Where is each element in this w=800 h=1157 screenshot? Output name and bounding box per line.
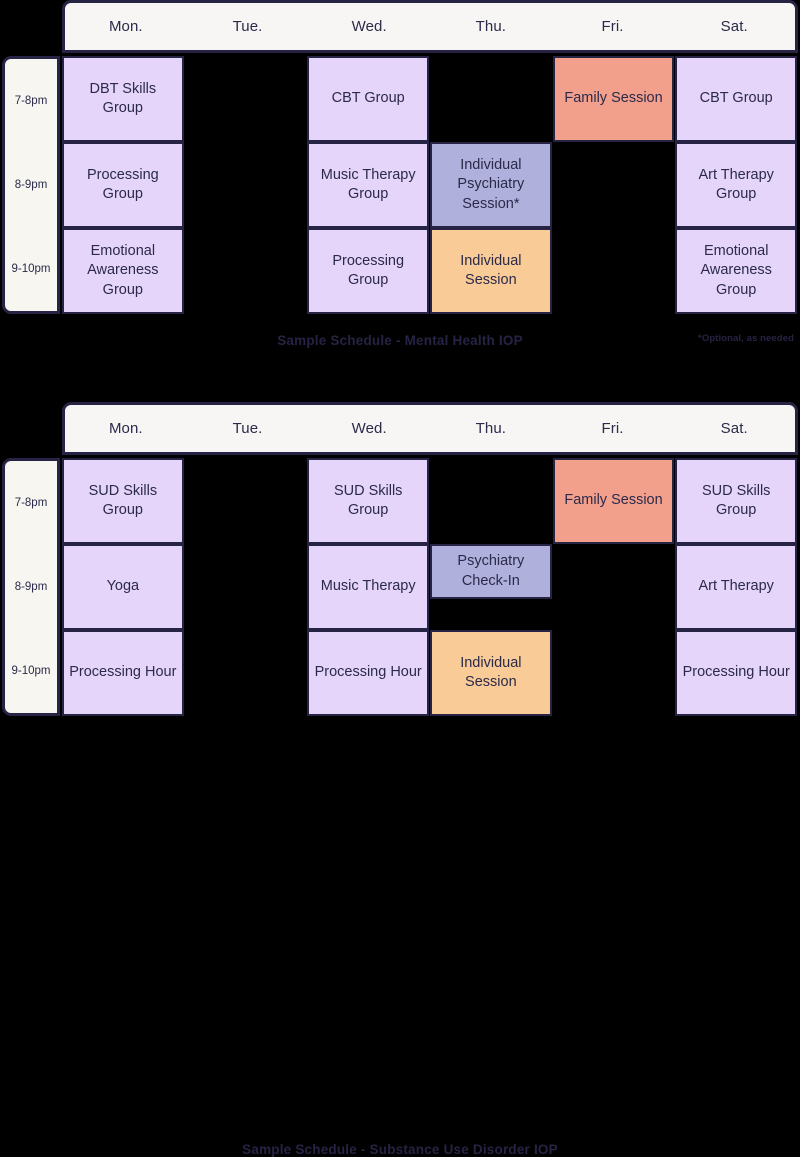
slot-fri (553, 228, 676, 314)
activity-cell[interactable]: Processing Hour (62, 630, 184, 716)
slot-mon: Yoga (62, 544, 185, 630)
activity-cell[interactable]: Music Therapy (307, 544, 430, 630)
slot-sat: Art Therapy Group (675, 142, 798, 228)
slot-wed: Processing Hour (307, 630, 430, 716)
activity-cell[interactable]: Individual Psychiatry Session* (430, 142, 552, 228)
day-header-fri: Fri. (601, 18, 624, 35)
time-rail: 7-8pm 8-9pm 9-10pm (2, 56, 60, 314)
day-header-mon: Mon. (108, 420, 143, 437)
slot-mon: Processing Hour (62, 630, 185, 716)
day-header-row: Mon. Tue. Wed. Thu. Fri. Sat. (62, 402, 798, 455)
activity-cell[interactable]: Yoga (62, 544, 184, 630)
activity-cell[interactable]: SUD Skills Group (307, 458, 430, 544)
slot-tue (185, 458, 308, 544)
slot-mon: Emotional Awareness Group (62, 228, 185, 314)
slot-wed: Music Therapy Group (307, 142, 430, 228)
schedule-row-9-10pm: Emotional Awareness Group Processing Gro… (62, 228, 798, 314)
slot-thu (430, 56, 553, 142)
day-header-sat: Sat. (720, 420, 748, 437)
time-label-9-10pm: 9-10pm (11, 665, 51, 677)
day-header-sat: Sat. (720, 18, 748, 35)
slot-wed: SUD Skills Group (307, 458, 430, 544)
activity-cell[interactable]: CBT Group (675, 56, 798, 142)
time-label-8-9pm: 8-9pm (14, 581, 48, 593)
activity-cell[interactable]: Art Therapy (675, 544, 798, 630)
schedule-row-7-8pm: DBT Skills Group CBT Group Family Sessio… (62, 56, 798, 142)
schedule-caption: Sample Schedule - Mental Health IOP (277, 333, 523, 348)
activity-cell[interactable]: Processing Hour (675, 630, 798, 716)
activity-cell[interactable]: Art Therapy Group (675, 142, 798, 228)
schedule-row-8-9pm: Yoga Music Therapy Psychiatry Check-In A… (62, 544, 798, 630)
day-header-row: Mon. Tue. Wed. Thu. Fri. Sat. (62, 0, 798, 53)
activity-cell[interactable]: SUD Skills Group (675, 458, 798, 544)
day-header-thu: Thu. (475, 18, 507, 35)
schedule-grid: SUD Skills Group SUD Skills Group Family… (62, 458, 798, 716)
time-label-7-8pm: 7-8pm (14, 95, 48, 107)
slot-thu (430, 458, 553, 544)
activity-cell[interactable]: SUD Skills Group (62, 458, 184, 544)
activity-cell[interactable]: Processing Hour (307, 630, 430, 716)
activity-cell[interactable]: Emotional Awareness Group (62, 228, 184, 314)
slot-tue (185, 544, 308, 630)
schedule-grid: DBT Skills Group CBT Group Family Sessio… (62, 56, 798, 314)
day-header-tue: Tue. (232, 18, 263, 35)
slot-mon: DBT Skills Group (62, 56, 185, 142)
time-label-8-9pm: 8-9pm (14, 179, 48, 191)
activity-cell[interactable]: Emotional Awareness Group (675, 228, 798, 314)
slot-sat: CBT Group (675, 56, 798, 142)
slot-mon: SUD Skills Group (62, 458, 185, 544)
slot-wed: Processing Group (307, 228, 430, 314)
slot-tue (185, 630, 308, 716)
activity-cell[interactable]: Psychiatry Check-In (430, 544, 552, 599)
slot-thu: Individual Session (430, 228, 553, 314)
slot-fri: Family Session (552, 56, 676, 142)
slot-thu: Psychiatry Check-In (430, 544, 553, 630)
slot-sat: SUD Skills Group (675, 458, 798, 544)
time-rail: 7-8pm 8-9pm 9-10pm (2, 458, 60, 716)
day-header-wed: Wed. (351, 420, 387, 437)
slot-fri (553, 630, 676, 716)
time-label-9-10pm: 9-10pm (11, 263, 51, 275)
activity-cell[interactable]: Processing Group (62, 142, 184, 228)
day-header-mon: Mon. (108, 18, 143, 35)
activity-cell[interactable]: CBT Group (307, 56, 430, 142)
slot-tue (185, 56, 308, 142)
slot-fri (553, 544, 676, 630)
slot-tue (185, 142, 308, 228)
slot-wed: Music Therapy (307, 544, 430, 630)
activity-cell[interactable]: Individual Session (430, 228, 552, 314)
slot-sat: Processing Hour (675, 630, 798, 716)
day-header-thu: Thu. (475, 420, 507, 437)
slot-wed: CBT Group (307, 56, 430, 142)
schedule-caption: Sample Schedule - Substance Use Disorder… (242, 1142, 558, 1157)
slot-fri: Family Session (552, 458, 676, 544)
time-label-7-8pm: 7-8pm (14, 497, 48, 509)
day-header-tue: Tue. (232, 420, 263, 437)
slot-thu: Individual Session (430, 630, 553, 716)
activity-cell[interactable]: Processing Group (307, 228, 430, 314)
activity-cell[interactable]: Family Session (552, 56, 675, 142)
schedule-row-8-9pm: Processing Group Music Therapy Group Ind… (62, 142, 798, 228)
slot-tue (185, 228, 308, 314)
activity-cell[interactable]: Music Therapy Group (307, 142, 430, 228)
schedule-row-7-8pm: SUD Skills Group SUD Skills Group Family… (62, 458, 798, 544)
slot-fri (553, 142, 676, 228)
slot-sat: Art Therapy (675, 544, 798, 630)
slot-thu: Individual Psychiatry Session* (430, 142, 553, 228)
schedule-row-9-10pm: Processing Hour Processing Hour Individu… (62, 630, 798, 716)
day-header-fri: Fri. (601, 420, 624, 437)
activity-cell[interactable]: Family Session (552, 458, 675, 544)
activity-cell[interactable]: DBT Skills Group (62, 56, 184, 142)
schedule-footnote: *Optional, as needed (698, 333, 794, 344)
day-header-wed: Wed. (351, 18, 387, 35)
slot-sat: Emotional Awareness Group (675, 228, 798, 314)
slot-mon: Processing Group (62, 142, 185, 228)
activity-cell[interactable]: Individual Session (430, 630, 552, 716)
